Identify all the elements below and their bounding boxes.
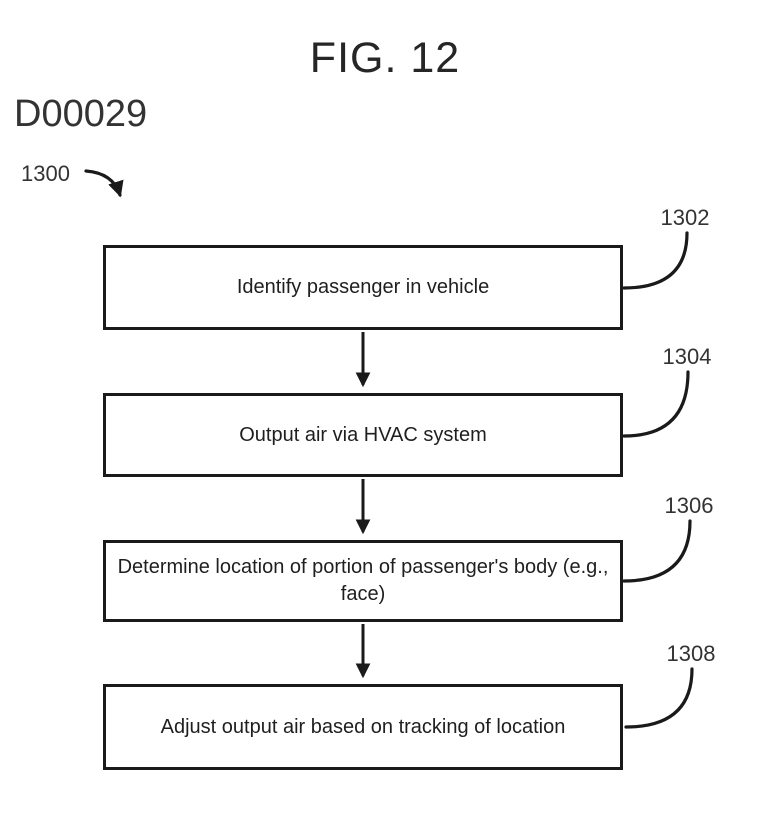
ref-connector-1306 xyxy=(622,519,692,583)
flow-step-text: Identify passenger in vehicle xyxy=(236,276,490,298)
flow-step-box-output-air: Output air via HVAC system xyxy=(103,393,623,477)
flow-step-box-adjust-output: Adjust output air based on tracking of l… xyxy=(103,684,623,770)
flow-step-text: Adjust output air based on tracking of l… xyxy=(160,715,566,738)
ref-connector-1308 xyxy=(624,667,694,729)
flow-step-box-determine-location: Determine location of portion of passeng… xyxy=(103,540,623,622)
ref-connector-1302 xyxy=(622,231,689,290)
flow-step-text: Output air via HVAC system xyxy=(239,423,487,446)
ref-label-1306: 1306 xyxy=(664,493,714,518)
flow-step-box-identify-passenger: Identify passenger in vehicle xyxy=(103,245,623,330)
ref-label-1304: 1304 xyxy=(662,344,712,369)
ref-label-1302: 1302 xyxy=(660,205,710,230)
curved-arrow-1300 xyxy=(84,169,124,198)
ref-connector-1304 xyxy=(622,370,690,438)
flowchart-ref-1300: 1300 xyxy=(21,161,70,186)
document-id: D00029 xyxy=(14,93,148,135)
figure-title: FIG. 12 xyxy=(309,34,461,82)
flow-step-text: Determine location of portion of passeng… xyxy=(117,556,609,605)
ref-label-1308: 1308 xyxy=(666,641,716,666)
